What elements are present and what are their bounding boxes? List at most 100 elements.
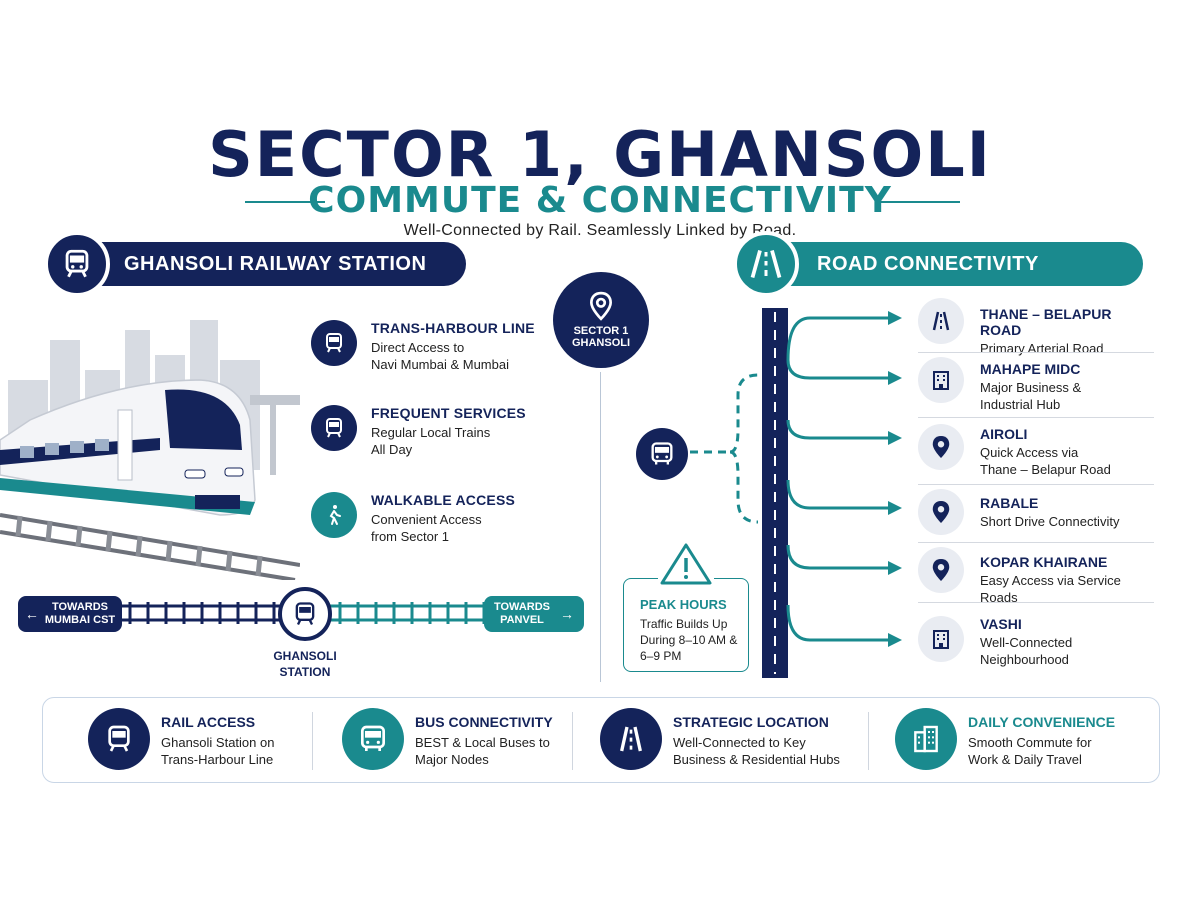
locality-label: GHANSOLI — [571, 337, 631, 349]
divider — [918, 484, 1154, 485]
divider — [312, 712, 313, 770]
summary-desc: Smooth Commute for — [968, 735, 1092, 750]
destination-desc: Industrial Hub — [980, 397, 1061, 412]
center-divider — [600, 372, 601, 682]
railway-banner-label: GHANSOLI RAILWAY STATION — [124, 252, 427, 275]
road-icon — [733, 231, 799, 297]
summary-desc: Trans-Harbour Line — [161, 752, 274, 767]
station-label: GHANSOLI STATION — [255, 648, 355, 680]
feature-title: FREQUENT SERVICES — [371, 405, 526, 421]
summary-strategic-location: STRATEGIC LOCATION Well-Connected to Key… — [673, 714, 840, 768]
towards-mumbai-cst-pill: ← TOWARDS MUMBAI CST — [18, 596, 122, 632]
destination-thane-belapur: THANE – BELAPUR ROAD Primary Arterial Ro… — [918, 296, 1154, 356]
station-train-icon — [278, 587, 332, 641]
summary-desc: Ghansoli Station on — [161, 735, 275, 750]
destination-mahape-midc: MAHAPE MIDC Major Business & Industrial … — [918, 355, 1154, 412]
towards-panvel-pill: TOWARDS PANVEL → — [484, 596, 584, 632]
feature-desc: Convenient Access — [371, 512, 482, 527]
feature-desc: from Sector 1 — [371, 529, 450, 544]
walking-person-icon — [311, 492, 357, 538]
page-tagline: Well-Connected by Rail. Seamlessly Linke… — [403, 222, 797, 239]
summary-desc: Work & Daily Travel — [968, 752, 1082, 767]
destination-desc: Quick Access via — [980, 445, 1079, 460]
divider — [918, 352, 1154, 353]
feature-desc: Navi Mumbai & Mumbai — [371, 357, 509, 372]
road-icon — [918, 298, 964, 344]
summary-daily-convenience: DAILY CONVENIENCE Smooth Commute for Wor… — [968, 714, 1115, 768]
destination-title: VASHI — [980, 616, 1022, 632]
train-icon — [311, 405, 357, 451]
page-title: SECTOR 1, GHANSOLI — [208, 118, 992, 191]
summary-title: BUS CONNECTIVITY — [415, 714, 553, 730]
destination-desc: Short Drive Connectivity — [980, 514, 1120, 529]
train-icon — [311, 320, 357, 366]
divider — [868, 712, 869, 770]
arrow-left-icon: ← — [24, 605, 39, 622]
peak-hours-desc: Traffic Builds Up — [640, 617, 728, 631]
summary-bus-connectivity: BUS CONNECTIVITY BEST & Local Buses to M… — [415, 714, 553, 768]
summary-desc: Well-Connected to Key — [673, 735, 806, 750]
feature-trans-harbour: TRANS-HARBOUR LINE Direct Access to Navi… — [371, 320, 535, 373]
towards-destination: PANVEL — [500, 614, 544, 626]
feature-title: WALKABLE ACCESS — [371, 492, 516, 508]
subtitle-right-rule — [878, 201, 960, 203]
destination-desc: Well-Connected — [980, 635, 1073, 650]
bus-icon — [342, 708, 404, 770]
road-connectivity-banner: ROAD CONNECTIVITY — [735, 242, 1143, 286]
summary-title: DAILY CONVENIENCE — [968, 714, 1116, 730]
destination-rabale: RABALE Short Drive Connectivity — [918, 487, 1154, 539]
towards-label: TOWARDS — [51, 601, 109, 613]
feature-desc: Direct Access to — [371, 340, 465, 355]
summary-title: RAIL ACCESS — [161, 714, 256, 730]
feature-walkable-access: WALKABLE ACCESS Convenient Access from S… — [371, 492, 515, 545]
location-pin-icon — [918, 489, 964, 535]
arrow-right-icon: → — [560, 605, 575, 622]
sector-label: SECTOR 1 — [573, 325, 629, 337]
building-icon — [918, 357, 964, 403]
divider — [918, 542, 1154, 543]
feature-desc: Regular Local Trains — [371, 425, 491, 440]
feature-title: TRANS-HARBOUR LINE — [371, 320, 535, 336]
road-banner-label: ROAD CONNECTIVITY — [817, 252, 1039, 275]
divider — [918, 417, 1154, 418]
summary-title: STRATEGIC LOCATION — [673, 714, 829, 730]
destination-desc: Easy Access via Service Roads — [980, 573, 1121, 605]
peak-hours-box: PEAK HOURS Traffic Builds Up During 8–10… — [623, 578, 749, 672]
railway-station-banner: GHANSOLI RAILWAY STATION — [48, 242, 466, 286]
destination-title: THANE – BELAPUR ROAD — [980, 306, 1112, 338]
peak-hours-desc: 6–9 PM — [640, 649, 682, 663]
summary-desc: Business & Residential Hubs — [673, 752, 840, 767]
destination-desc: Thane – Belapur Road — [980, 462, 1111, 477]
summary-rail-access: RAIL ACCESS Ghansoli Station on Trans-Ha… — [161, 714, 274, 768]
destination-desc: Neighbourhood — [980, 652, 1069, 667]
station-word: STATION — [279, 665, 331, 679]
bus-icon — [636, 428, 688, 480]
building-icon — [918, 616, 964, 662]
train-icon — [44, 231, 110, 297]
destination-vashi: VASHI Well-Connected Neighbourhood — [918, 612, 1154, 667]
rail-track — [120, 602, 490, 624]
sector-marker: SECTOR 1 GHANSOLI — [553, 272, 649, 368]
towards-label: TOWARDS — [493, 601, 551, 613]
peak-hours-title: PEAK HOURS — [640, 597, 727, 612]
location-pin-icon — [918, 547, 964, 593]
location-pin-icon — [918, 424, 964, 470]
warning-icon — [658, 541, 714, 587]
feature-desc: All Day — [371, 442, 413, 457]
peak-hours-desc: During 8–10 AM & — [640, 633, 738, 647]
subtitle-left-rule — [245, 201, 325, 203]
destination-desc: Major Business & — [980, 380, 1082, 395]
divider — [918, 602, 1154, 603]
road-network-diagram — [690, 308, 902, 678]
train-illustration — [0, 320, 300, 580]
feature-frequent-services: FREQUENT SERVICES Regular Local Trains A… — [371, 405, 526, 458]
page-subtitle: COMMUTE & CONNECTIVITY — [308, 180, 892, 221]
summary-desc: BEST & Local Buses to — [415, 735, 550, 750]
destination-title: KOPAR KHAIRANE — [980, 554, 1108, 570]
divider — [572, 712, 573, 770]
towards-destination: MUMBAI CST — [44, 614, 116, 626]
destination-airoli: AIROLI Quick Access via Thane – Belapur … — [918, 422, 1154, 477]
train-icon — [88, 708, 150, 770]
road-icon — [600, 708, 662, 770]
destination-title: MAHAPE MIDC — [980, 361, 1081, 377]
